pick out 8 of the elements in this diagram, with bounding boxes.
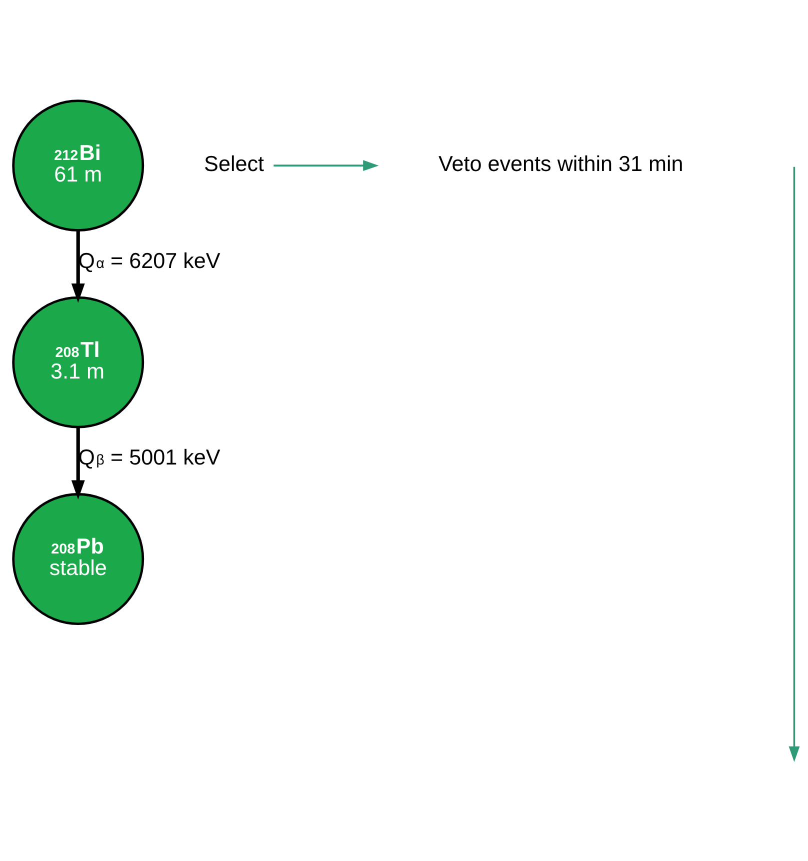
- arrow: [71, 427, 85, 500]
- arrow: [71, 230, 85, 303]
- label: Veto events within 31 min: [438, 150, 684, 176]
- node-circle: 208Pb stable: [12, 493, 144, 625]
- node-circle: 212Bi 61 m: [12, 100, 144, 232]
- arrow: [274, 160, 379, 172]
- node-circle: 208Tl 3.1 m: [12, 296, 144, 428]
- node-text: Select: [204, 150, 264, 176]
